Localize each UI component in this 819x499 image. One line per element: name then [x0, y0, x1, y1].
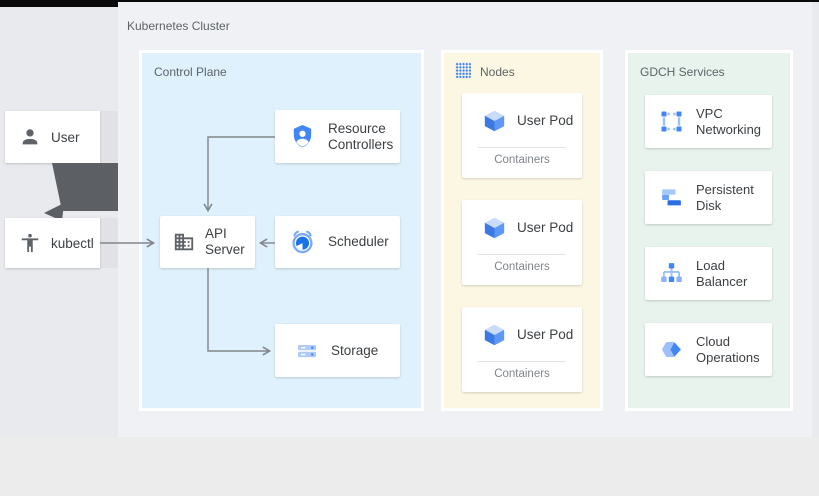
load-balancer-icon	[659, 261, 684, 286]
cluster-title: Kubernetes Cluster	[127, 19, 230, 33]
cloud-operations-label: Cloud Operations	[696, 334, 760, 366]
pd-line1: Persistent	[696, 181, 754, 197]
resource-line2: Controllers	[328, 136, 394, 152]
building-icon	[173, 231, 195, 253]
vpc-networking-label: VPC Networking	[696, 106, 761, 138]
top-border-line	[0, 0, 819, 2]
api-line2: Server	[205, 242, 245, 257]
containers-label: Containers	[494, 154, 550, 166]
pod-divider	[478, 361, 566, 362]
resource-controllers-box: Resource Controllers	[275, 110, 400, 163]
top-left-black-bar	[0, 0, 118, 7]
storage-box: Storage	[275, 324, 400, 377]
vpc-line2: Networking	[696, 121, 762, 137]
node-grid-icon	[455, 62, 471, 78]
scheduler-label: Scheduler	[328, 234, 389, 249]
pod-divider	[478, 147, 566, 148]
api-server-label: API Server	[205, 226, 245, 258]
user-pod-label: User Pod	[517, 327, 574, 342]
user-box: User	[5, 111, 100, 163]
bottom-white-strip	[0, 496, 819, 499]
nodes-label: Nodes	[480, 65, 515, 79]
resource-controllers-label: Resource Controllers	[328, 121, 393, 153]
containers-label: Containers	[494, 368, 550, 380]
persistent-disk-icon	[659, 185, 684, 210]
cloud-operations-box: Cloud Operations	[645, 323, 772, 376]
user-pod-label: User Pod	[517, 220, 574, 235]
lb-line1: Load	[696, 257, 725, 273]
persistent-disk-box: Persistent Disk	[645, 171, 772, 224]
storage-icon	[295, 339, 319, 363]
bottom-band	[0, 437, 819, 496]
control-plane-label: Control Plane	[154, 65, 227, 79]
kubectl-icon	[19, 232, 41, 254]
user-pod-2: User Pod Containers	[462, 200, 582, 285]
co-line1: Cloud	[696, 333, 730, 349]
vpc-line1: VPC	[696, 105, 723, 121]
vpc-icon	[659, 109, 684, 134]
api-line1: API	[205, 226, 227, 241]
api-server-box: API Server	[160, 216, 255, 268]
persistent-disk-label: Persistent Disk	[696, 182, 754, 214]
resource-line1: Resource	[328, 120, 386, 136]
cloud-operations-icon	[659, 337, 684, 362]
scheduler-box: Scheduler	[275, 216, 400, 268]
clock-icon	[289, 229, 316, 256]
user-to-kubectl-arrow	[44, 163, 118, 221]
user-icon	[19, 126, 41, 148]
user-pod-1: User Pod Containers	[462, 93, 582, 178]
storage-label: Storage	[331, 342, 379, 358]
shield-person-icon	[289, 123, 316, 150]
pd-line2: Disk	[696, 197, 722, 213]
load-balancer-box: Load Balancer	[645, 247, 772, 300]
user-pod-label: User Pod	[517, 113, 574, 128]
cube-icon	[481, 214, 508, 241]
user-pod-3: User Pod Containers	[462, 307, 582, 392]
load-balancer-label: Load Balancer	[696, 258, 747, 290]
cube-icon	[481, 321, 508, 348]
cube-icon	[481, 107, 508, 134]
co-line2: Operations	[696, 349, 760, 365]
containers-label: Containers	[494, 261, 550, 273]
kubectl-box: kubectl	[5, 218, 100, 268]
user-label: User	[51, 129, 80, 145]
pod-divider	[478, 254, 566, 255]
gdch-services-label: GDCH Services	[640, 65, 725, 79]
lb-line2: Balancer	[696, 273, 748, 289]
vpc-networking-box: VPC Networking	[645, 95, 772, 148]
kubectl-label: kubectl	[51, 235, 94, 251]
